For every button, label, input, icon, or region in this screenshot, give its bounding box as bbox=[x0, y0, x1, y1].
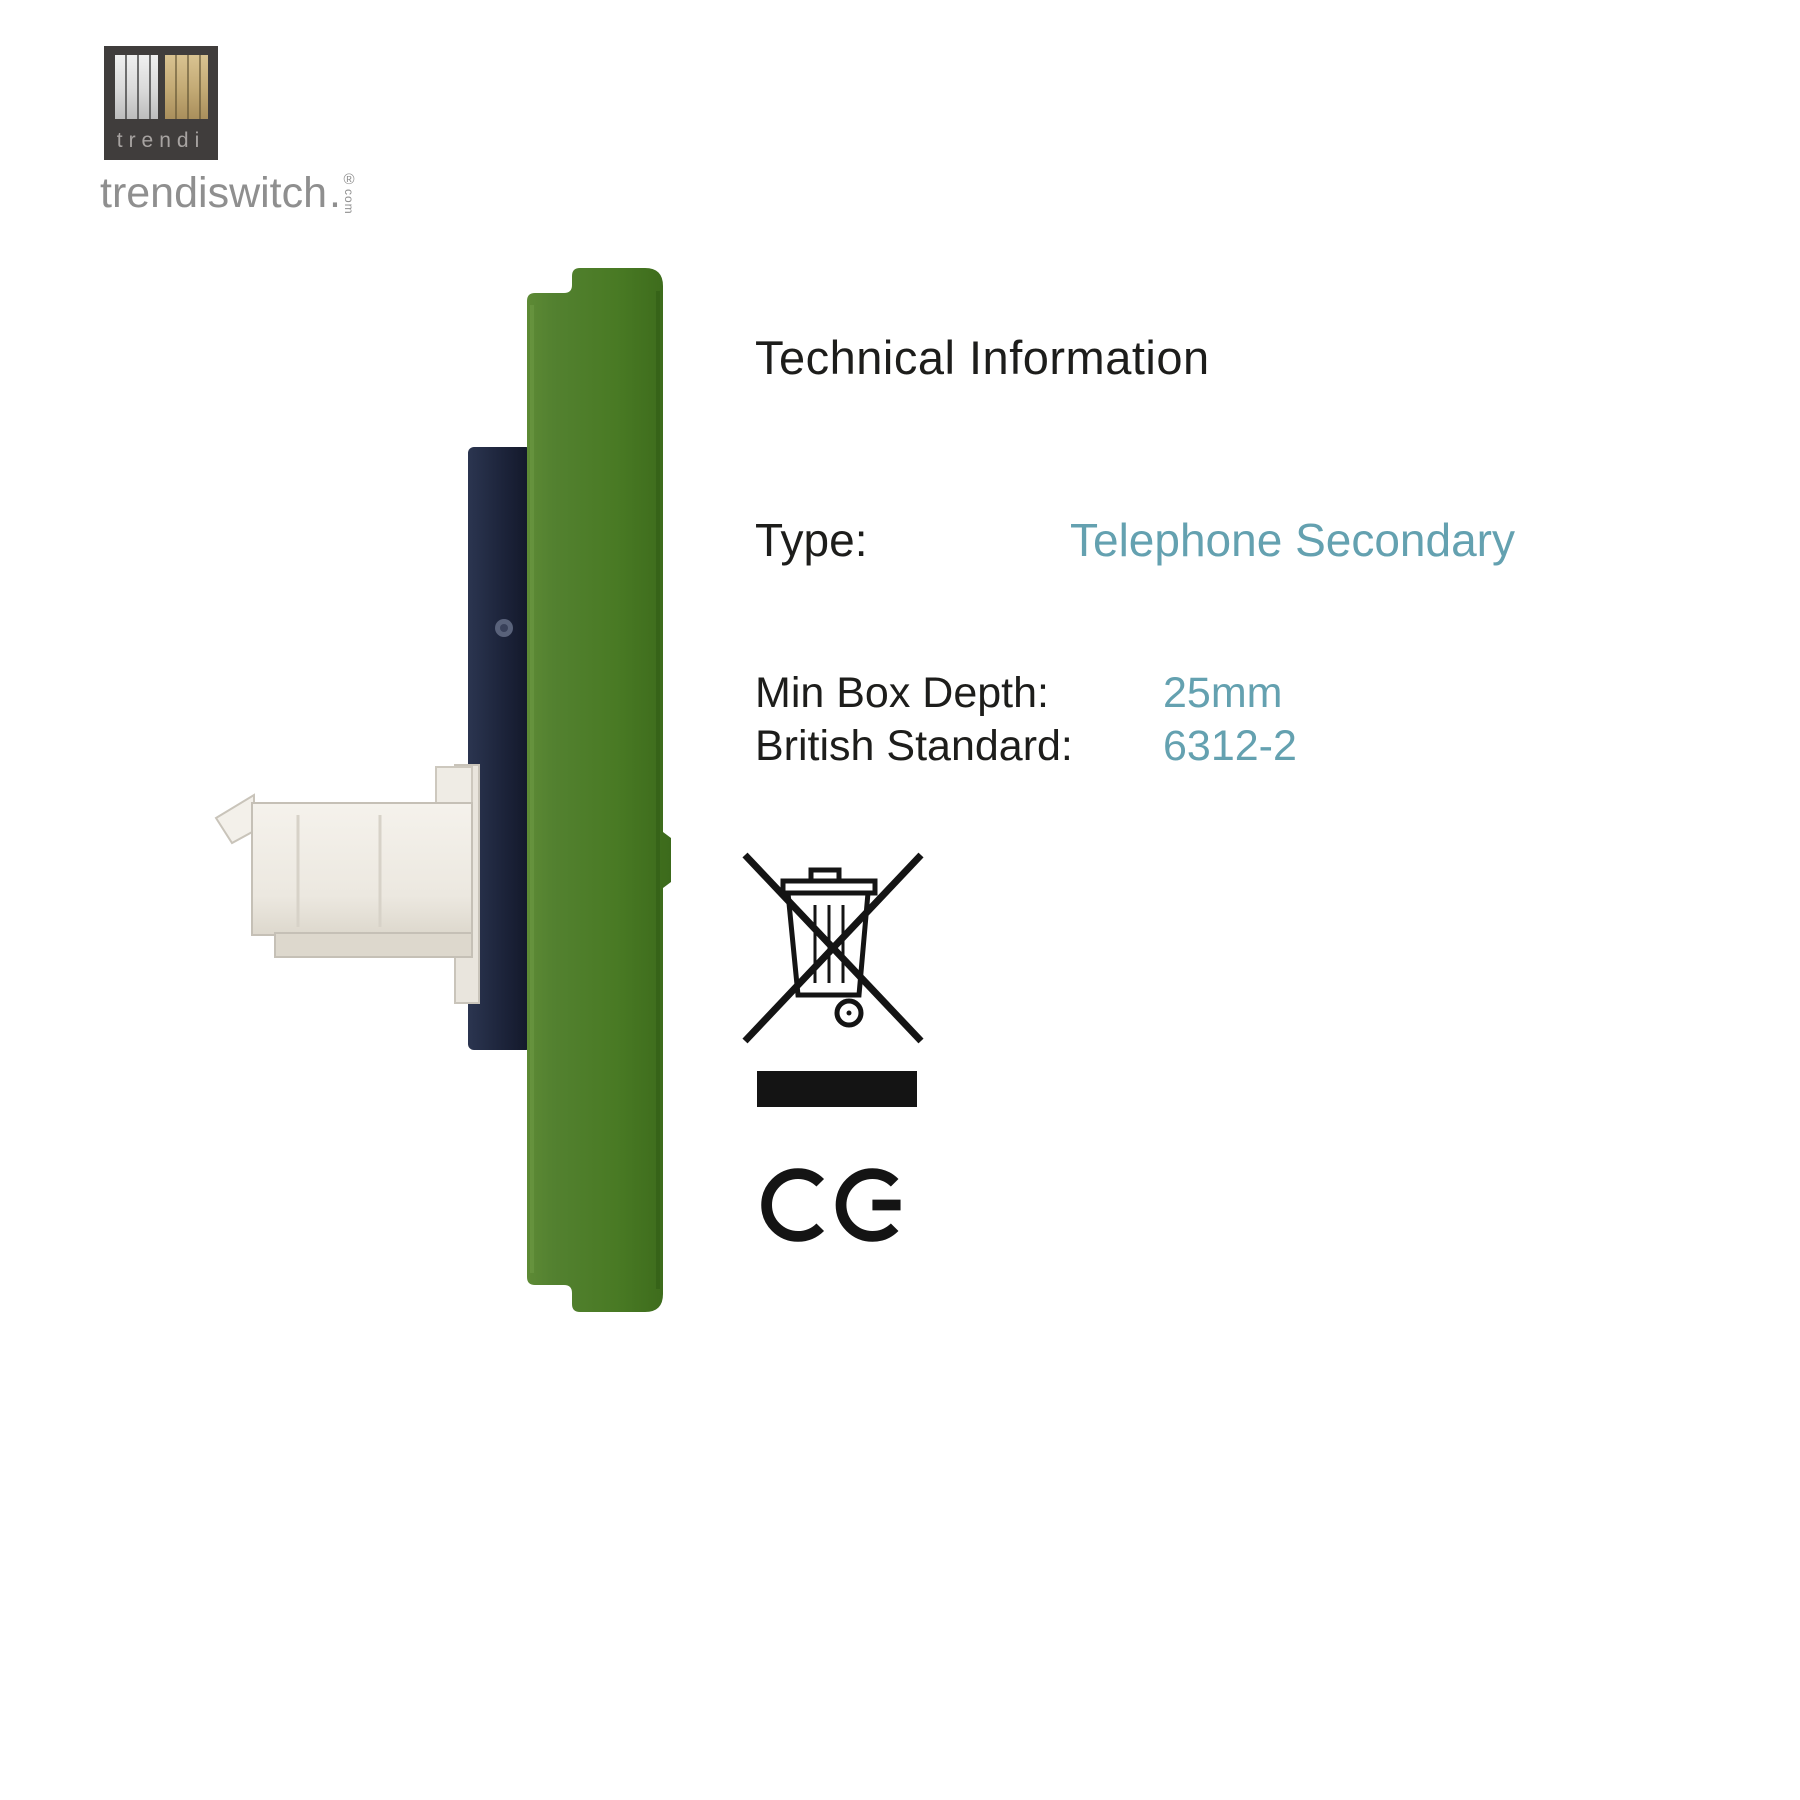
mounting-box bbox=[468, 447, 532, 1050]
weee-bar-icon bbox=[757, 1071, 917, 1107]
spec-row-min-box-depth: Min Box Depth: 25mm bbox=[755, 667, 1515, 720]
logo-switch-gold-icon bbox=[165, 55, 208, 119]
weee-crossed-bin-icon bbox=[742, 852, 924, 1044]
brand-domain-group: ® com bbox=[341, 171, 356, 215]
spec-value: 25mm bbox=[1163, 669, 1283, 717]
spec-label: Min Box Depth: bbox=[755, 669, 1049, 717]
ce-mark-icon bbox=[761, 1168, 901, 1242]
technical-info-panel: Technical Information Type: Telephone Sec… bbox=[755, 330, 1515, 774]
product-side-profile-image bbox=[214, 268, 671, 1312]
brand-dot: . bbox=[329, 169, 341, 217]
brand-name-text: trendiswitch bbox=[100, 169, 328, 217]
spec-row-british-standard: British Standard: 6312-2 bbox=[755, 720, 1515, 773]
spec-value: 6312-2 bbox=[1163, 722, 1297, 771]
terminal-module bbox=[214, 764, 480, 1004]
brand-name: trendiswitch. ® com bbox=[100, 169, 356, 217]
logo-wordmark: trendi bbox=[116, 129, 206, 152]
type-row: Type: Telephone Secondary bbox=[755, 513, 1515, 567]
logo-switch-images bbox=[115, 55, 208, 119]
brand-logo: trendi bbox=[104, 46, 218, 160]
registered-mark: ® bbox=[343, 171, 355, 188]
brand-domain: com bbox=[341, 189, 356, 215]
spec-rows: Min Box Depth: 25mm British Standard: 6312… bbox=[755, 667, 1515, 774]
green-faceplate bbox=[527, 268, 671, 1312]
type-label: Type: bbox=[755, 514, 868, 566]
brand-block: trendi trendiswitch. ® com bbox=[100, 46, 356, 215]
spec-label: British Standard: bbox=[755, 722, 1073, 771]
logo-switch-white-icon bbox=[115, 55, 158, 119]
type-value: Telephone Secondary bbox=[1070, 514, 1515, 566]
section-title: Technical Information bbox=[755, 331, 1210, 384]
